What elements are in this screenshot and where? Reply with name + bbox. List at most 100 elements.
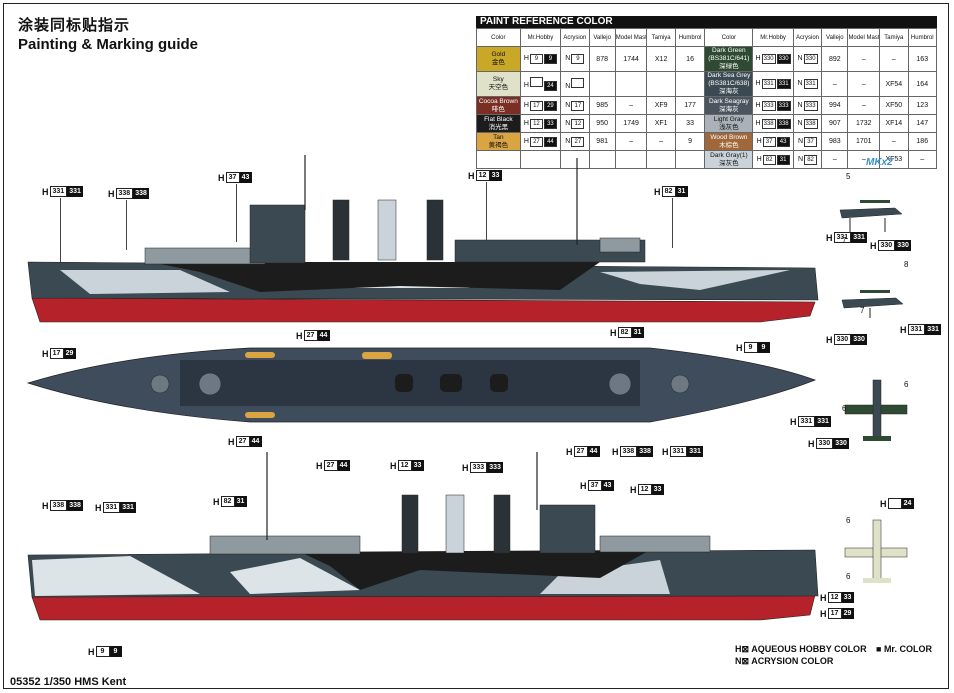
column-header: Acrysion xyxy=(560,28,590,47)
deck-turret-y xyxy=(670,374,690,394)
funnel-1-top xyxy=(332,199,350,261)
funnel-3-top xyxy=(426,199,444,261)
part-number: 6 xyxy=(846,572,851,581)
funnel-2-bottom xyxy=(445,494,465,554)
deck-turret-b xyxy=(150,374,170,394)
color-swatch: Dark Gray(1)深灰色 xyxy=(704,150,754,169)
turret-aft-top xyxy=(599,237,641,253)
leader-line xyxy=(486,182,487,240)
deck-funnel-2 xyxy=(440,374,462,392)
part-number: 7 xyxy=(842,236,847,245)
ship-deck-plan xyxy=(26,347,816,423)
bridge-bottom xyxy=(539,504,596,554)
leader-line xyxy=(126,200,127,250)
deck-boat-3 xyxy=(362,352,392,359)
deck-boat-1 xyxy=(245,352,275,358)
superstructure-fwd-top xyxy=(144,247,266,265)
part-number: 6 xyxy=(904,380,909,389)
camo-light-top-1 xyxy=(60,270,230,294)
leader-line xyxy=(236,184,237,242)
leader-line xyxy=(60,198,61,262)
part-number: 6 xyxy=(842,404,847,413)
title-chinese: 涂装同标贴指示 xyxy=(18,17,131,34)
deck-funnel-3 xyxy=(490,374,508,392)
funnel-3-bottom xyxy=(493,494,511,554)
aircraft-mk-label: MKx2 xyxy=(866,157,893,168)
part-number: 6 xyxy=(846,516,851,525)
deck-turret-a xyxy=(198,372,222,396)
paint-code-mm: – xyxy=(847,71,881,97)
aircraft-side-1 xyxy=(839,200,903,232)
funnel-2-top xyxy=(377,199,397,261)
legend-mr-color: ■ Mr. COLOR xyxy=(876,644,932,654)
deck-turret-x xyxy=(608,372,632,396)
paint-code-vallejo: 994 xyxy=(821,96,849,115)
part-number: 5 xyxy=(846,172,851,181)
paint-code-tamiya: – xyxy=(879,46,909,72)
color-swatch: Dark Green (BS381C/641)深绿色 xyxy=(704,46,754,72)
camo-light-bottom-1 xyxy=(32,556,200,596)
legend-acrysion: N⊠ ACRYSION COLOR xyxy=(735,656,834,666)
part-number: 8 xyxy=(904,260,909,269)
superstructure-aft-bottom xyxy=(209,535,361,555)
paint-code-mm: 1744 xyxy=(614,46,648,72)
camo-light-top-3 xyxy=(600,270,790,290)
paint-code-humbrol: – xyxy=(907,150,938,169)
paint-code-vallejo: – xyxy=(821,150,849,169)
superstructure-fwd-bottom xyxy=(599,535,711,553)
legend-aqueous: H⊠ AQUEOUS HOBBY COLOR xyxy=(735,644,867,654)
title-english: Painting & Marking guide xyxy=(18,36,199,53)
hull-red-top xyxy=(31,297,816,323)
leader-line xyxy=(672,198,673,248)
paint-code-tamiya: X12 xyxy=(646,46,676,72)
footer-kit-number: 05352 1/350 HMS Kent xyxy=(10,676,127,688)
paint-code-tamiya: XF54 xyxy=(879,71,909,97)
camo-light-bottom-3 xyxy=(540,560,670,594)
paint-code-vallejo: 907 xyxy=(821,114,849,133)
camo-black-top xyxy=(150,262,600,292)
color-swatch: Dark Sea Grey (BS381C/638)深海灰 xyxy=(704,71,754,97)
aircraft-bottom xyxy=(844,519,908,583)
superstructure-aft-top xyxy=(454,239,646,263)
paint-code-tamiya xyxy=(646,71,676,97)
part-number: 7 xyxy=(860,306,865,315)
